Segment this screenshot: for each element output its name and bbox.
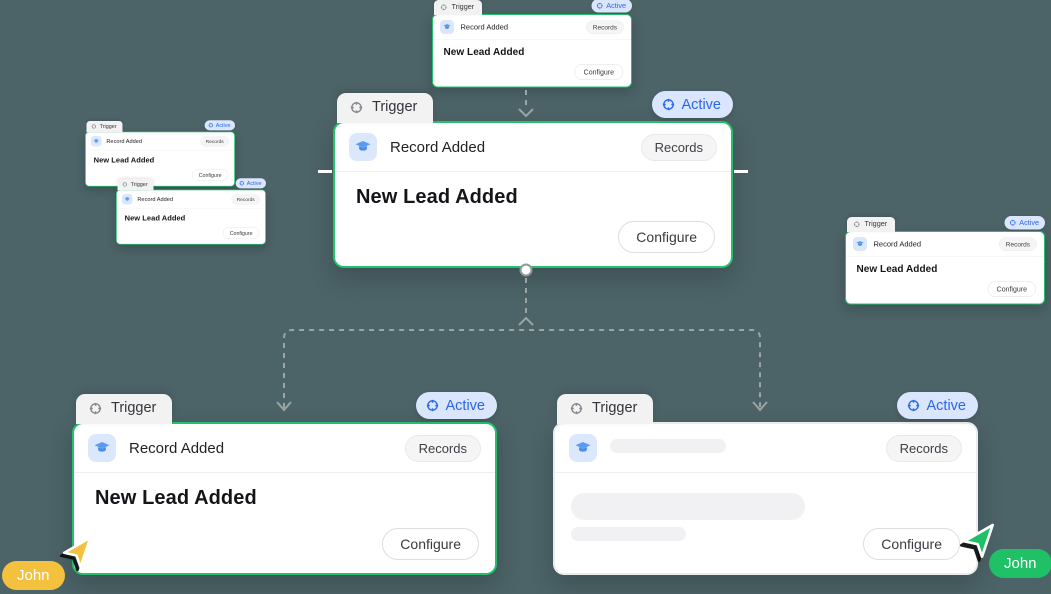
active-badge-label: Active (246, 180, 262, 187)
trigger-node-bottom-right[interactable]: Trigger Active Records Configure (553, 392, 978, 575)
active-badge-label: Active (215, 122, 231, 129)
trigger-title: Record Added (106, 138, 143, 145)
trigger-node-left-back[interactable]: Trigger Active Record Added Records New … (85, 120, 235, 187)
trigger-tab-label: Trigger (451, 3, 475, 11)
records-pill: Records (998, 237, 1037, 251)
configure-button[interactable]: Configure (987, 281, 1036, 297)
records-app-icon (853, 237, 867, 251)
active-badge-label: Active (926, 397, 967, 414)
configure-button[interactable]: Configure (574, 64, 623, 80)
trigger-card[interactable]: Record Added Records New Lead Added Conf… (116, 189, 266, 245)
trigger-tab[interactable]: Trigger (76, 394, 173, 424)
configure-button[interactable]: Configure (863, 528, 960, 560)
trigger-name: New Lead Added (443, 46, 525, 58)
trigger-node-bottom-left[interactable]: Trigger Active Record Added Records New … (72, 392, 497, 575)
configure-button[interactable]: Configure (191, 169, 229, 181)
trigger-title: Record Added (129, 439, 225, 457)
target-icon (661, 97, 676, 112)
trigger-tab[interactable]: Trigger (86, 121, 123, 133)
john-cursor-green (956, 520, 996, 565)
trigger-card[interactable]: Record Added Records New Lead Added Conf… (85, 131, 235, 187)
records-app-icon (122, 194, 133, 205)
trigger-tab-label: Trigger (372, 99, 418, 115)
trigger-tab[interactable]: Trigger (847, 217, 896, 232)
selection-tick-right (734, 170, 748, 173)
john-presence-label: John (989, 549, 1051, 578)
trigger-card[interactable]: Record Added Records New Lead Added Conf… (318, 121, 748, 268)
trigger-tab-label: Trigger (111, 400, 157, 416)
records-pill: Records (640, 133, 717, 161)
active-badge-label: Active (1019, 218, 1039, 227)
active-badge[interactable]: Active (591, 0, 632, 13)
active-badge[interactable]: Active (896, 392, 978, 419)
configure-button[interactable]: Configure (222, 227, 260, 239)
trigger-title: Record Added (390, 138, 486, 156)
trigger-card[interactable]: Record Added Records New Lead Added Conf… (72, 422, 497, 575)
trigger-node-right-mini[interactable]: Trigger Active Record Added Records New … (845, 216, 1045, 305)
trigger-name: New Lead Added (356, 186, 518, 208)
target-icon (853, 220, 861, 228)
trigger-tab[interactable]: Trigger (434, 0, 483, 15)
trigger-tab-label: Trigger (592, 400, 638, 416)
trigger-tab[interactable]: Trigger (337, 93, 434, 123)
trigger-name: New Lead Added (856, 263, 938, 275)
trigger-title-skeleton (610, 439, 873, 457)
active-badge[interactable]: Active (651, 91, 733, 118)
trigger-tab-label: Trigger (130, 181, 148, 188)
active-badge[interactable]: Active (415, 392, 497, 419)
records-app-icon (440, 20, 454, 34)
records-pill: Records (231, 194, 260, 205)
records-pill: Records (885, 434, 962, 462)
trigger-card[interactable]: Record Added Records New Lead Added Conf… (845, 231, 1045, 305)
subtext-skeleton (571, 527, 686, 541)
records-pill: Records (585, 20, 624, 34)
trigger-title: Record Added (460, 22, 509, 32)
trigger-name: New Lead Added (124, 213, 186, 223)
target-icon (122, 181, 128, 187)
records-pill: Records (404, 434, 481, 462)
trigger-name: New Lead Added (95, 487, 257, 509)
trigger-node-left-front[interactable]: Trigger Active Record Added Records New … (116, 178, 266, 245)
target-icon (1009, 219, 1017, 227)
records-pill: Records (200, 136, 229, 147)
trigger-title: Record Added (873, 239, 922, 249)
active-badge[interactable]: Active (235, 178, 266, 189)
john-presence-label: John (2, 561, 65, 590)
target-icon (596, 2, 604, 10)
trigger-tab[interactable]: Trigger (557, 394, 654, 424)
active-badge-label: Active (681, 96, 722, 113)
target-icon (208, 123, 214, 129)
target-icon (906, 398, 921, 413)
trigger-name: New Lead Added (93, 155, 155, 165)
target-icon (440, 3, 448, 11)
target-icon (88, 401, 103, 416)
trigger-tab-label: Trigger (99, 123, 117, 130)
heading-skeleton (571, 493, 805, 520)
target-icon (569, 401, 584, 416)
configure-button[interactable]: Configure (382, 528, 479, 560)
target-icon (425, 398, 440, 413)
trigger-node-top-mini[interactable]: Trigger Active Record Added Records New … (432, 0, 632, 88)
active-badge-label: Active (606, 1, 626, 10)
records-app-icon (88, 434, 116, 462)
configure-button[interactable]: Configure (618, 221, 715, 253)
records-app-icon (569, 434, 597, 462)
records-app-icon (91, 136, 102, 147)
active-badge-label: Active (445, 397, 486, 414)
target-icon (91, 123, 97, 129)
active-badge[interactable]: Active (204, 120, 235, 131)
trigger-node-center[interactable]: Trigger Active Record Added Records New … (318, 91, 748, 268)
records-app-icon (349, 133, 377, 161)
target-icon (239, 181, 245, 187)
trigger-tab[interactable]: Trigger (117, 179, 154, 191)
active-badge[interactable]: Active (1004, 216, 1045, 230)
target-icon (349, 100, 364, 115)
trigger-title: Record Added (137, 196, 174, 203)
trigger-tab-label: Trigger (864, 220, 888, 228)
trigger-card[interactable]: Record Added Records New Lead Added Conf… (432, 14, 632, 88)
selection-tick-left (318, 170, 332, 173)
trigger-card[interactable]: Records Configure (553, 422, 978, 575)
john-cursor-yellow (57, 533, 95, 576)
